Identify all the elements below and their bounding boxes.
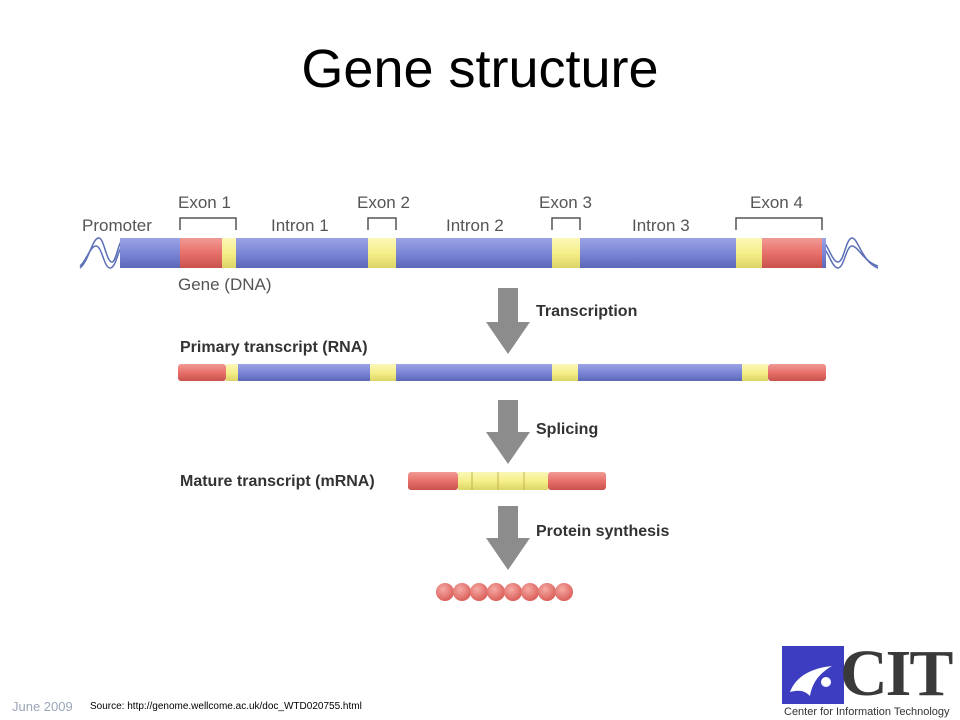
rna-exon1-coding — [226, 364, 238, 381]
mrna-utr-right — [548, 472, 606, 490]
dna-exon1-coding — [222, 238, 236, 268]
mature-transcript-label: Mature transcript (mRNA) — [180, 473, 375, 490]
protein-synthesis-label: Protein synthesis — [536, 523, 669, 540]
dna-exon1-utr — [180, 238, 222, 268]
exon1-bracket — [179, 217, 237, 230]
protein-chain — [436, 583, 573, 601]
footer-source: Source: http://genome.wellcome.ac.uk/doc… — [90, 701, 362, 712]
rna-intron1 — [238, 364, 370, 381]
gene-dna-label: Gene (DNA) — [178, 275, 272, 294]
mrna-exon4-coding — [524, 472, 548, 490]
exon2-bracket — [367, 217, 397, 230]
intron3-label: Intron 3 — [632, 216, 690, 235]
rna-exon4-coding — [742, 364, 768, 381]
dna-exon2 — [368, 238, 396, 268]
primary-transcript-bar — [178, 364, 826, 381]
rna-utr-right — [768, 364, 826, 381]
exon3-bracket — [551, 217, 581, 230]
logo-subtitle: Center for Information Technology — [784, 706, 950, 718]
amino-acid-bead — [436, 583, 454, 601]
intron2-label: Intron 2 — [446, 216, 504, 235]
exon2-label: Exon 2 — [357, 193, 410, 212]
amino-acid-bead — [453, 583, 471, 601]
transcription-arrow — [486, 288, 530, 354]
logo-swirl-icon — [790, 666, 832, 696]
dna-exon3 — [552, 238, 580, 268]
rna-exon3 — [552, 364, 578, 381]
dna-exon4-coding — [736, 238, 762, 268]
rna-intron3 — [578, 364, 742, 381]
logo-square — [782, 646, 844, 704]
promoter-label: Promoter — [82, 216, 152, 235]
rna-utr-left — [178, 364, 226, 381]
mrna-utr-left — [408, 472, 458, 490]
exon-brackets — [179, 217, 823, 230]
rna-intron2 — [396, 364, 552, 381]
rna-exon2 — [370, 364, 396, 381]
protein-synthesis-arrow — [486, 506, 530, 570]
amino-acid-bead — [555, 583, 573, 601]
dna-intron2 — [396, 238, 552, 268]
logo-letters: CIT — [840, 637, 953, 710]
slide-title: Gene structure — [301, 39, 659, 99]
splicing-arrow — [486, 400, 530, 464]
mrna-exon1-coding — [458, 472, 472, 490]
dna-promoter-segment — [120, 238, 180, 268]
amino-acid-bead — [538, 583, 556, 601]
dna-exon4-utr — [762, 238, 822, 268]
gene-dna-bar — [120, 238, 826, 268]
exon4-bracket — [735, 217, 823, 230]
dna-helix-left — [79, 237, 123, 269]
dna-end-segment — [822, 238, 826, 268]
dna-helix-right — [821, 237, 879, 269]
amino-acid-bead — [470, 583, 488, 601]
mrna-exon3 — [498, 472, 524, 490]
amino-acid-bead — [521, 583, 539, 601]
exon4-label: Exon 4 — [750, 193, 803, 212]
dna-intron1 — [236, 238, 368, 268]
cit-logo: CIT Center for Information Technology — [782, 637, 960, 720]
dna-intron3 — [580, 238, 736, 268]
primary-transcript-label: Primary transcript (RNA) — [180, 339, 368, 356]
exon1-label: Exon 1 — [178, 193, 231, 212]
transcription-label: Transcription — [536, 303, 637, 320]
mrna-exon2 — [472, 472, 498, 490]
mature-transcript-bar — [408, 472, 606, 490]
splicing-label: Splicing — [536, 421, 598, 438]
intron1-label: Intron 1 — [271, 216, 329, 235]
amino-acid-bead — [487, 583, 505, 601]
footer-date: June 2009 — [12, 699, 73, 714]
exon3-label: Exon 3 — [539, 193, 592, 212]
amino-acid-bead — [504, 583, 522, 601]
